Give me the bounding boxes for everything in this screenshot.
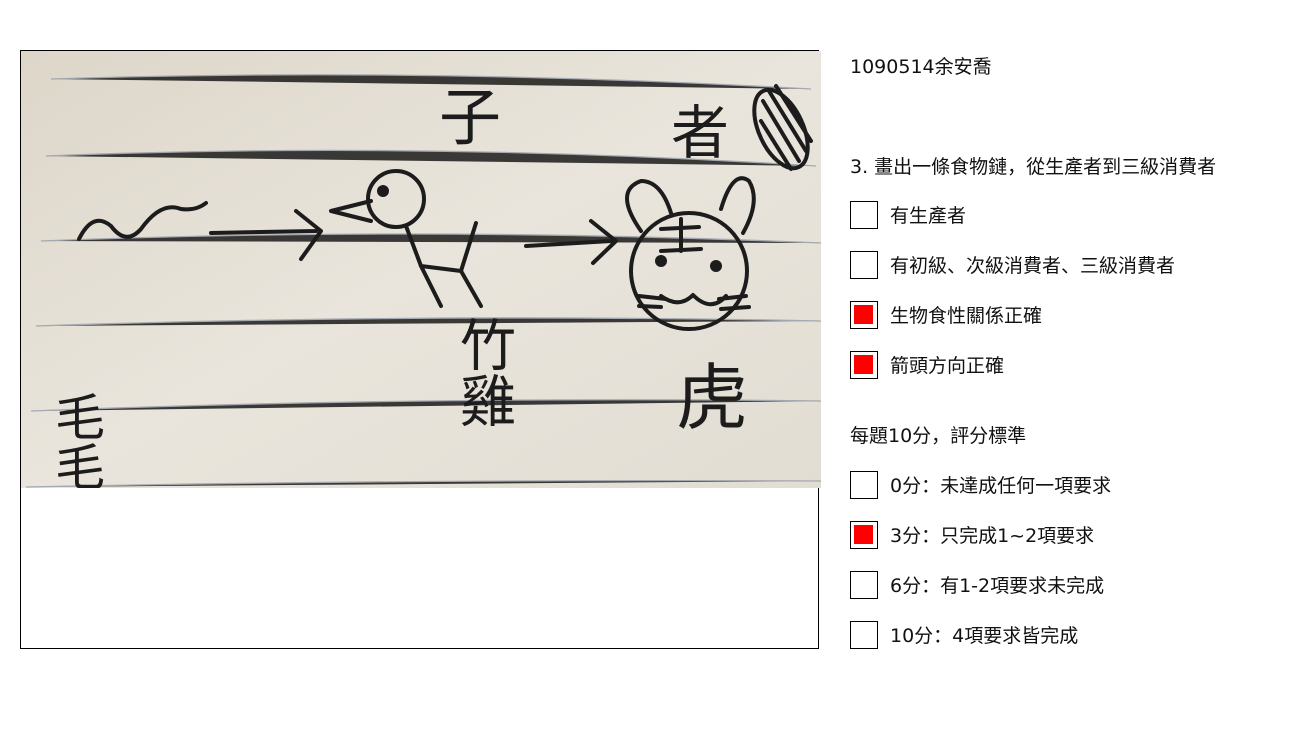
criterion-label-4: 箭頭方向正確	[890, 355, 1005, 377]
score-option-label-0: 0分：未達成任何一項要求	[890, 475, 1112, 497]
score-option-checkbox-0[interactable]	[850, 471, 878, 499]
arrow-2	[524, 219, 618, 265]
score-option-checkbox-10[interactable]	[850, 621, 878, 649]
label-zhe: 者	[671, 99, 729, 167]
label-chicken: 竹雞	[451, 316, 516, 428]
criterion-label-2: 有初級、次級消費者、三級消費者	[890, 255, 1176, 277]
label-tiger: 虎	[676, 356, 748, 440]
label-caterpillar: 毛毛蟲	[47, 391, 105, 488]
criterion-checkbox-1[interactable]	[850, 201, 878, 229]
tiger-sketch	[625, 176, 756, 331]
criterion-checkbox-4[interactable]	[850, 351, 878, 379]
question-title: 3. 畫出一條食物鏈，從生產者到三級消費者	[850, 156, 1217, 178]
criterion-checkbox-3[interactable]	[850, 301, 878, 329]
ruled-lines	[25, 74, 821, 488]
criterion-label-1: 有生產者	[890, 205, 967, 227]
arrow-1	[209, 209, 323, 261]
handwritten-food-chain-image: 子 者 毛毛蟲 竹雞 虎	[21, 51, 821, 488]
score-option-checkbox-3[interactable]	[850, 521, 878, 549]
scoring-header: 每題10分，評分標準	[850, 425, 1027, 447]
scribble-sketch	[752, 84, 813, 171]
criterion-label-3: 生物食性關係正確	[890, 305, 1043, 327]
bird-sketch	[329, 169, 483, 308]
label-zi: 子	[439, 81, 501, 154]
score-option-checkbox-6[interactable]	[850, 571, 878, 599]
caterpillar-sketch	[77, 201, 208, 241]
student-id-name: 1090514余安喬	[850, 56, 992, 78]
score-option-label-3: 3分：只完成1~2項要求	[890, 525, 1095, 547]
criterion-checkbox-2[interactable]	[850, 251, 878, 279]
score-option-label-6: 6分：有1-2項要求未完成	[890, 575, 1105, 597]
student-drawing-photo: 子 者 毛毛蟲 竹雞 虎	[20, 50, 821, 649]
score-option-label-10: 10分：4項要求皆完成	[890, 625, 1079, 647]
